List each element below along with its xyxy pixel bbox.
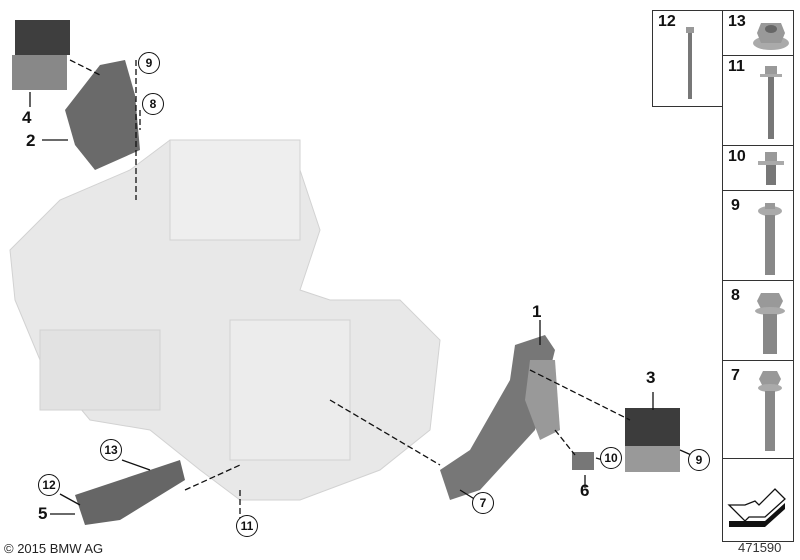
callout-5: 5 — [38, 504, 48, 523]
callout-7: 7 — [472, 492, 494, 514]
diagram-number: 471590 — [738, 540, 782, 555]
callout-1: 1 — [532, 302, 542, 321]
callout-6: 6 — [580, 481, 590, 500]
callout-11: 11 — [236, 515, 258, 537]
part-label: 11 — [728, 58, 745, 75]
part-cell-12: 12 — [652, 10, 724, 107]
callout-4: 4 — [22, 108, 32, 127]
callout-9-right: 9 — [688, 449, 710, 471]
mount-4-illustration — [15, 20, 70, 55]
flange-nut-icon — [753, 23, 789, 50]
orientation-arrow-cell — [722, 458, 794, 542]
callout-10: 10 — [600, 447, 622, 469]
part-6-illustration — [572, 452, 594, 470]
part-label: 12 — [658, 13, 676, 30]
part-label: 10 — [728, 148, 746, 165]
part-cell-8: 8 — [722, 280, 794, 362]
callout-12: 12 — [38, 474, 60, 496]
mount-5-illustration — [75, 460, 185, 525]
part-cell-11: 11 — [722, 55, 794, 147]
bolt-icon — [758, 371, 782, 451]
part-cell-13: 13 — [722, 10, 794, 57]
part-label: 8 — [731, 287, 740, 304]
long-bolt-icon — [760, 66, 782, 139]
callout-13: 13 — [100, 439, 122, 461]
direction-arrow-icon — [727, 488, 786, 527]
callout-9-top: 9 — [138, 52, 160, 74]
bracket-2-illustration — [65, 60, 140, 170]
copyright-text: © 2015 BMW AG — [4, 541, 104, 556]
part-label: 9 — [731, 197, 740, 214]
part-cell-10: 10 — [722, 145, 794, 192]
part-label: 7 — [731, 367, 740, 384]
part-label: 13 — [728, 13, 746, 30]
hex-bolt-icon — [755, 293, 785, 354]
long-bolt-icon — [686, 27, 694, 99]
part-cell-9: 9 — [722, 190, 794, 282]
engine-illustration — [9, 139, 441, 501]
mount-3-illustration — [625, 408, 680, 446]
callout-2: 2 — [26, 131, 36, 150]
short-bolt-icon — [758, 152, 784, 185]
part-cell-7: 7 — [722, 360, 794, 460]
bracket-1-illustration — [440, 335, 555, 500]
bolt-icon — [758, 203, 782, 275]
callout-8: 8 — [142, 93, 164, 115]
callout-3: 3 — [646, 368, 656, 387]
